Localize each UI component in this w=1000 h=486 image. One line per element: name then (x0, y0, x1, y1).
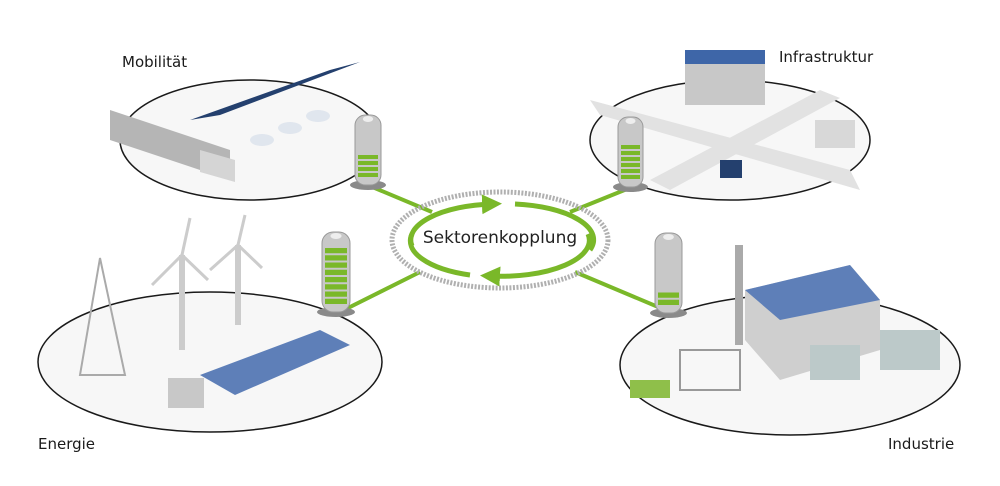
energie-ellipse (37, 291, 383, 433)
battery-segment (658, 292, 679, 298)
battery-segment (325, 284, 347, 290)
battery-segment (325, 255, 347, 261)
cycle-arrow-bottom-left (407, 232, 471, 278)
sector-label-industrie: Industrie (888, 435, 955, 453)
sector-label-energie: Energie (38, 435, 96, 453)
battery-segment (325, 291, 347, 297)
cycle-arrow-bottom (480, 233, 592, 287)
mobility-illustration (110, 62, 360, 182)
binary-data-ring (389, 189, 611, 291)
center-label: Sektorenkopplung (422, 228, 578, 248)
sector-label-infrastruktur: Infrastruktur (779, 48, 874, 66)
battery-segment (621, 175, 640, 179)
battery-segment (358, 173, 378, 177)
battery-industrie (650, 232, 687, 318)
battery-segment (325, 298, 347, 304)
battery-segment (358, 155, 378, 159)
sector-label-mobilitaet: Mobilität (122, 53, 188, 71)
battery-segment (325, 248, 347, 254)
battery-segment (658, 299, 679, 305)
cycle-arrow-top-right (514, 201, 597, 252)
connection-lines (339, 184, 671, 314)
battery-mobilitaet (350, 114, 386, 190)
battery-segment (325, 277, 347, 283)
infrastructure-illustration (590, 50, 860, 190)
battery-segment (621, 151, 640, 155)
battery-segment (621, 169, 640, 173)
battery-infrastruktur (613, 116, 648, 192)
energy-illustration (78, 214, 350, 408)
battery-segment (358, 161, 378, 165)
battery-segment (325, 269, 347, 275)
battery-segment (621, 145, 640, 149)
battery-segment (621, 157, 640, 161)
battery-segment (358, 167, 378, 171)
battery-segment (325, 262, 347, 268)
battery-segment (621, 163, 640, 167)
battery-energie (317, 231, 355, 317)
industry-illustration (630, 245, 940, 398)
